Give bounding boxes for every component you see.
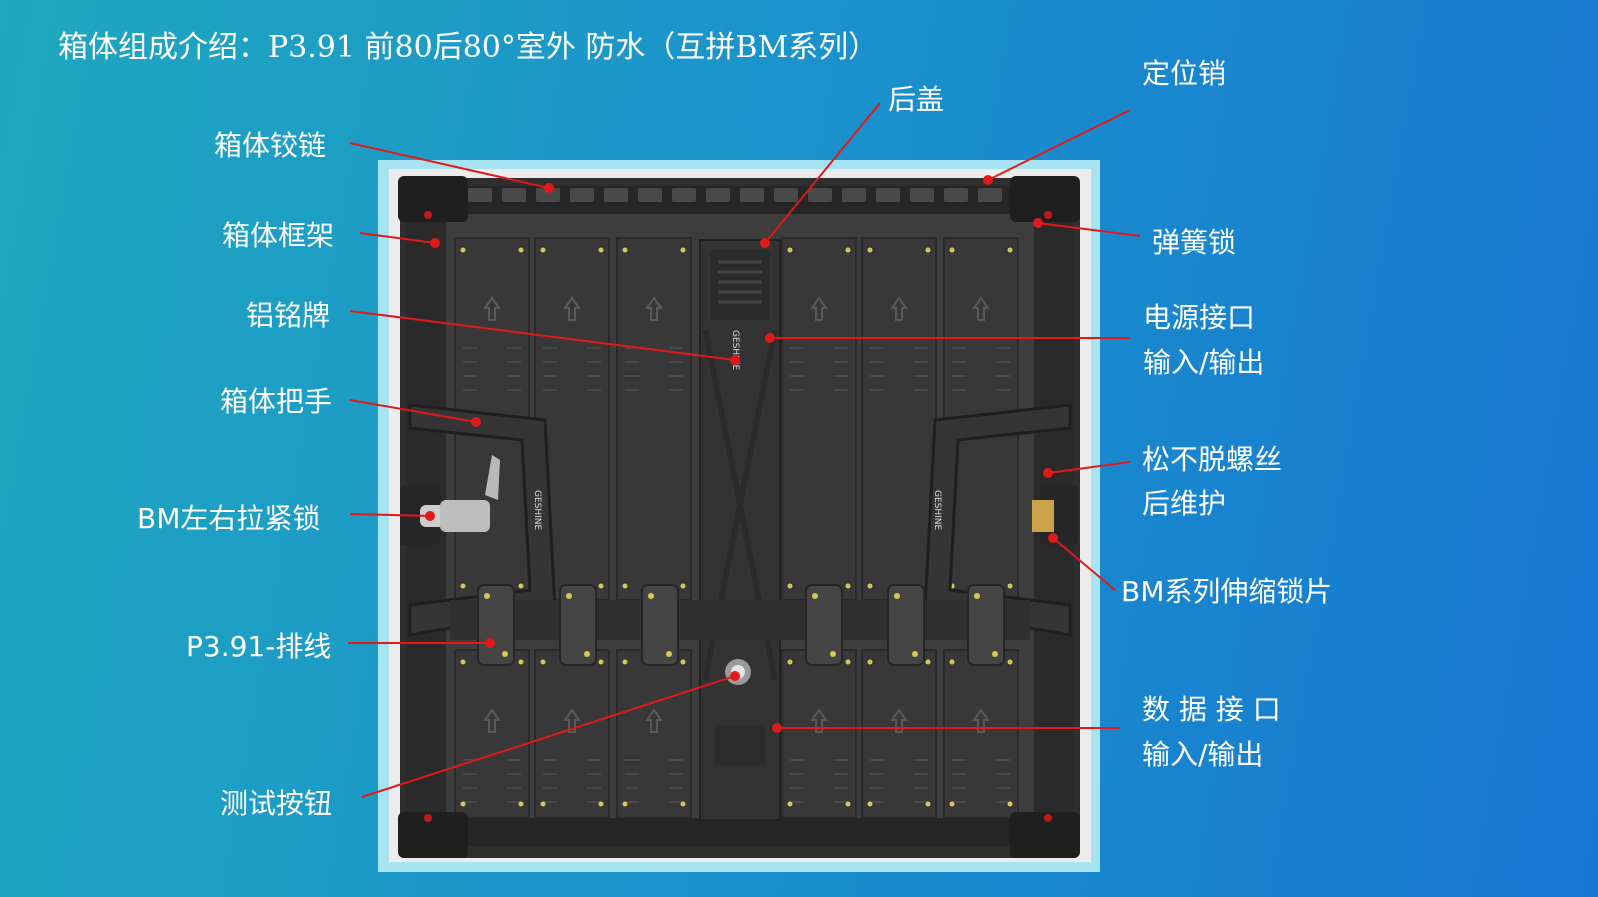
led-module: [861, 649, 937, 819]
label-data-interface-line2: 输入/输出: [1142, 738, 1264, 771]
leader-line: [1047, 461, 1131, 474]
label-nameplate: 铝铭牌: [246, 299, 331, 332]
hinge-bump: [842, 188, 866, 202]
led-module: [943, 649, 1019, 819]
hinge-bump: [774, 188, 798, 202]
cable-clip: [967, 584, 1005, 666]
leader-lines: [348, 102, 1141, 798]
hinge-bump: [910, 188, 934, 202]
bm-lock-plate-right: [1032, 485, 1078, 545]
leader-line: [1037, 222, 1141, 237]
corner-lugs: [398, 176, 1080, 858]
label-bm-lock-plate: BM系列伸缩锁片: [1121, 575, 1333, 608]
label-back-cover: 后盖: [888, 83, 945, 116]
leader-line: [361, 675, 736, 798]
leader-dot: [1033, 218, 1043, 228]
label-power-interface-line2: 输入/输出: [1143, 346, 1265, 379]
leader-line: [349, 513, 431, 517]
hinge-bump: [536, 188, 560, 202]
leader-dot: [1048, 533, 1058, 543]
leader-dot: [983, 175, 993, 185]
leader-line: [764, 102, 881, 244]
led-module: [616, 237, 692, 601]
label-captive-screw-line2: 后维护: [1142, 487, 1227, 520]
page-title: 箱体组成介绍：P3.91 前80后80°室外 防水（互拼BM系列）: [58, 30, 879, 65]
hinge-bump: [706, 188, 730, 202]
led-module: [781, 649, 857, 819]
leader-dot: [765, 333, 775, 343]
brand-mark-left: GESHINE: [532, 490, 542, 531]
label-test-button: 测试按钮: [220, 787, 333, 820]
leader-dot: [471, 417, 481, 427]
leader-dot: [430, 238, 440, 248]
leader-dot: [730, 671, 740, 681]
led-module: [534, 649, 610, 819]
hinge-bump: [502, 188, 526, 202]
cable-clip: [641, 584, 679, 666]
label-handle: 箱体把手: [220, 385, 333, 418]
label-frame: 箱体框架: [222, 219, 335, 252]
leader-dot: [730, 355, 740, 365]
hinge-bump: [808, 188, 832, 202]
hinge-bump: [876, 188, 900, 202]
leader-dot: [544, 183, 554, 193]
leader-dot: [772, 723, 782, 733]
leader-dot: [760, 238, 770, 248]
hinge-bumps: [468, 188, 1002, 202]
leader-dots: [425, 175, 1058, 733]
cable-clip: [887, 584, 925, 666]
leader-line: [359, 232, 436, 244]
label-bm-lock: BM左右拉紧锁: [137, 502, 321, 535]
leader-line: [349, 142, 550, 189]
label-locating-pin: 定位销: [1142, 57, 1227, 90]
hinge-bump: [604, 188, 628, 202]
hinge-bump: [672, 188, 696, 202]
cable-clip: [805, 584, 843, 666]
label-hinge: 箱体铰链: [214, 129, 327, 162]
brand-mark-center: GESHINE: [730, 330, 740, 371]
led-module: [454, 649, 530, 819]
leader-line: [349, 399, 477, 423]
hinge-bump: [570, 188, 594, 202]
hinge-bump: [638, 188, 662, 202]
hinge-bump: [740, 188, 764, 202]
label-ribbon-cable: P3.91-排线: [186, 630, 332, 663]
label-power-interface-line1: 电源接口: [1143, 301, 1256, 334]
cable-clip: [477, 584, 515, 666]
ribbon-cable-band: [450, 600, 1030, 640]
leader-dot: [1043, 468, 1053, 478]
leader-line: [1052, 537, 1116, 591]
brand-mark-right: GESHINE: [932, 490, 942, 531]
led-module: [861, 237, 937, 601]
hinge-bump: [468, 188, 492, 202]
label-spring-lock: 弹簧锁: [1152, 226, 1237, 259]
label-data-interface-line1: 数 据 接 口: [1142, 693, 1281, 726]
hinge-bump: [978, 188, 1002, 202]
leader-line: [987, 109, 1131, 181]
hinge-bump: [944, 188, 968, 202]
leader-line: [349, 310, 736, 361]
label-captive-screw-line1: 松不脱螺丝: [1142, 443, 1283, 476]
led-module: [616, 649, 692, 819]
leader-dot: [425, 511, 435, 521]
led-module: [781, 237, 857, 601]
cable-clip: [559, 584, 597, 666]
leader-dot: [485, 638, 495, 648]
back-cover: [699, 239, 781, 821]
